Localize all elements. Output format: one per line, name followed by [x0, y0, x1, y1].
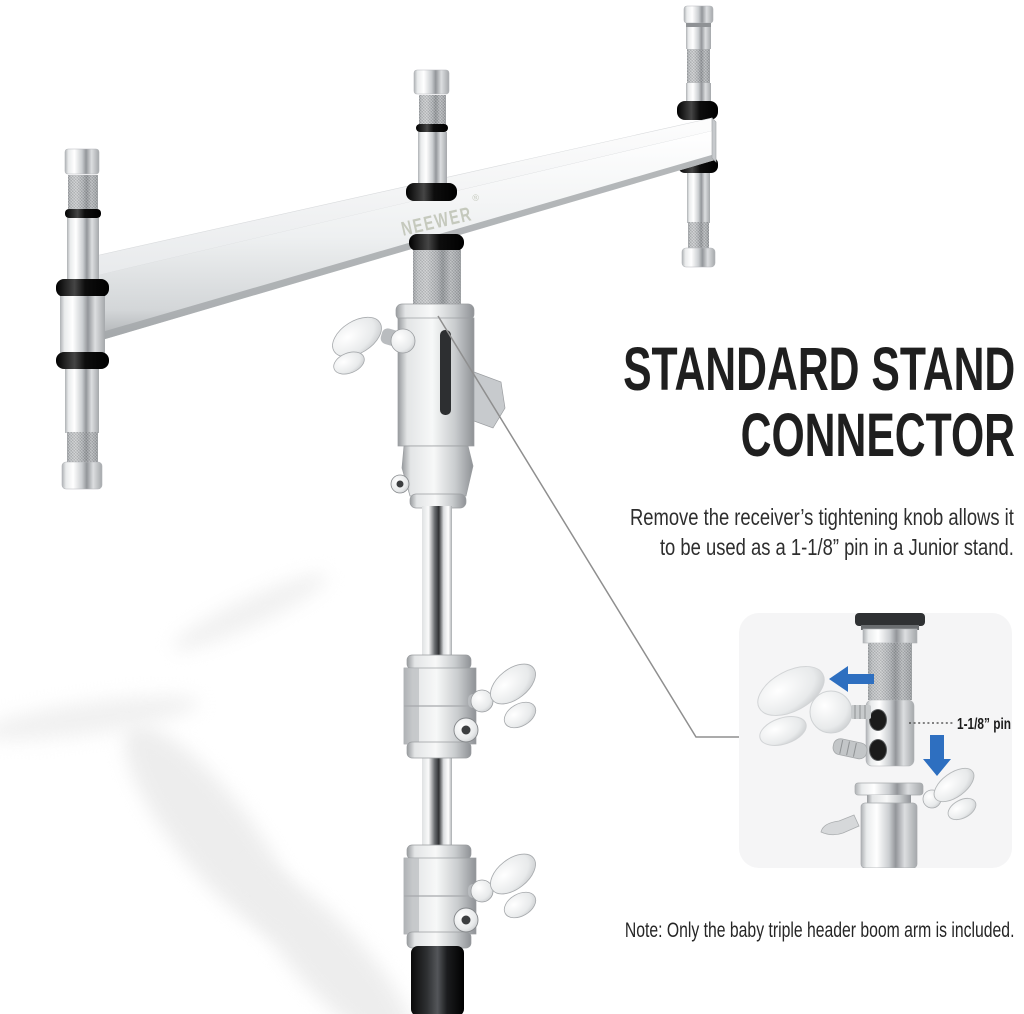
- inset-tightening-knob: [757, 666, 871, 760]
- clamp-wing-knob: [468, 663, 537, 729]
- center-baby-pin: [406, 69, 457, 201]
- pole-clamp-upper: [403, 654, 537, 759]
- callout-leader-line: [437, 315, 742, 738]
- clamp-wing-knob: [468, 853, 537, 919]
- arrow-left-icon: [829, 666, 874, 692]
- boom-arm-bar: NEEWER ®: [94, 117, 717, 342]
- inset-card: 1-1/8” pin: [739, 613, 1012, 868]
- pole-clamp-lower: [403, 844, 537, 949]
- description: Remove the receiver’s tightening knob al…: [630, 502, 1014, 562]
- receiver-lever: [820, 814, 860, 836]
- arrow-down-icon: [923, 735, 951, 776]
- description-line1: Remove the receiver’s tightening knob al…: [630, 504, 1014, 530]
- stand-pole: [422, 506, 452, 848]
- headline: STANDARD STAND CONNECTOR: [455, 336, 1015, 468]
- cast-shadow: [0, 573, 415, 1014]
- black-pole-section: [411, 946, 464, 1014]
- pin-label: 1-1/8” pin: [957, 716, 1011, 733]
- inset-loose-screw: [832, 738, 868, 760]
- right-baby-pin: [677, 5, 718, 268]
- left-baby-pin: [56, 148, 109, 490]
- inset-junior-stand-receiver: [820, 767, 977, 868]
- note-text: Note: Only the baby triple header boom a…: [624, 919, 1014, 942]
- inset-illustration: 1-1/8” pin: [757, 613, 1011, 868]
- description-line2: to be used as a 1-1/8” pin in a Junior s…: [660, 534, 1014, 560]
- brand-registered-mark: ®: [471, 192, 480, 203]
- headline-line1: STANDARD STAND: [622, 335, 1015, 403]
- connector-slot: [440, 330, 451, 415]
- inset-pin: [855, 613, 925, 767]
- headline-line2: CONNECTOR: [740, 401, 1015, 469]
- stand-connector: [332, 234, 506, 509]
- connector-wing-nut: [332, 316, 416, 375]
